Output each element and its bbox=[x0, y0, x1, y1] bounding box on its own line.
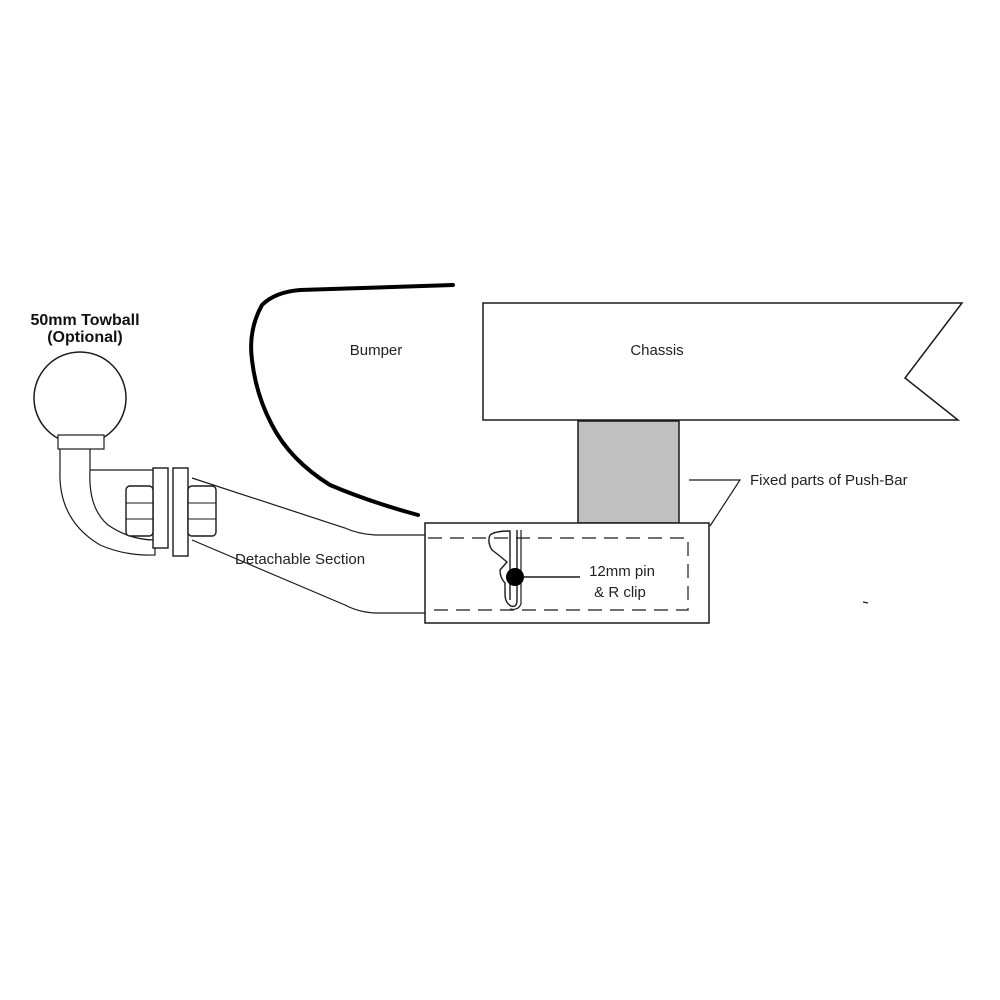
receiver-box bbox=[424, 522, 710, 624]
detachable-section-label: Detachable Section bbox=[235, 551, 365, 568]
towball bbox=[33, 351, 127, 445]
bumper-label: Bumper bbox=[350, 342, 403, 359]
bolt-flange-left bbox=[152, 467, 169, 549]
detachable-arm-lower bbox=[191, 539, 425, 614]
hidden-tube-outline bbox=[428, 537, 689, 611]
fixed-mount-block bbox=[577, 420, 680, 524]
r-clip bbox=[488, 530, 518, 608]
towball-label-line2: (Optional) bbox=[47, 329, 123, 346]
detachable-arm-upper bbox=[191, 477, 425, 536]
stray-mark bbox=[862, 601, 869, 604]
r-clip-inner bbox=[509, 530, 522, 611]
fixed-parts-leader bbox=[689, 479, 742, 527]
towball-collar bbox=[57, 434, 105, 450]
chassis-label: Chassis bbox=[630, 342, 683, 359]
pin-label-line2: & R clip bbox=[594, 584, 646, 601]
bumper-outline bbox=[249, 283, 455, 517]
chassis-beam bbox=[482, 302, 964, 421]
pin-label-line1: 12mm pin bbox=[589, 563, 655, 580]
towball-label-line1: 50mm Towball bbox=[30, 312, 139, 329]
bolt-flange-right bbox=[172, 467, 189, 557]
pin-12mm bbox=[506, 568, 524, 586]
towball-neck bbox=[59, 440, 156, 556]
fixed-parts-label: Fixed parts of Push-Bar bbox=[750, 472, 908, 489]
nut-left bbox=[125, 485, 154, 537]
nut-right bbox=[187, 485, 217, 537]
